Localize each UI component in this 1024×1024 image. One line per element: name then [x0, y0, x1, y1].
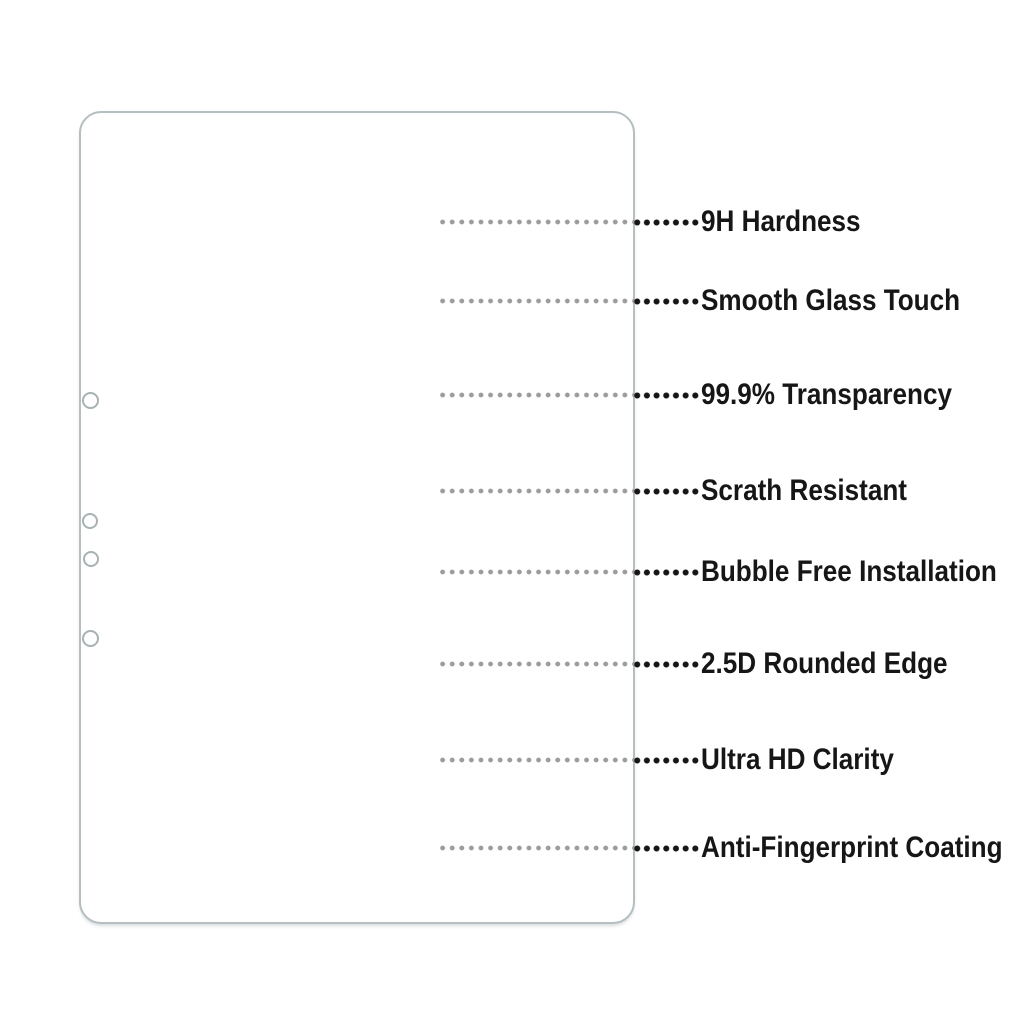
- feature-callout: Smooth Glass Touch: [440, 286, 999, 316]
- feature-callout: Ultra HD Clarity: [440, 745, 923, 775]
- dotted-leader-gray-icon: [440, 569, 634, 575]
- dotted-leader-black-icon: [634, 391, 699, 399]
- dotted-leader-black-icon: [634, 844, 699, 852]
- dotted-leader-black-icon: [634, 297, 699, 305]
- dotted-leader-black-icon: [634, 660, 699, 668]
- dotted-leader-gray-icon: [440, 488, 634, 494]
- dotted-leader-black-icon: [634, 568, 699, 576]
- dotted-leader-black-icon: [634, 756, 699, 764]
- feature-callout: Scrath Resistant: [440, 476, 938, 506]
- dotted-leader-black-icon: [634, 218, 699, 226]
- feature-callout: 2.5D Rounded Edge: [440, 649, 984, 679]
- feature-label: Bubble Free Installation: [701, 555, 997, 588]
- feature-label: 9H Hardness: [701, 205, 861, 238]
- feature-label: Smooth Glass Touch: [701, 284, 961, 317]
- screen-protector-outline: [79, 111, 635, 924]
- feature-label: 99.9% Transparency: [701, 378, 953, 411]
- dotted-leader-gray-icon: [440, 392, 634, 398]
- dotted-leader-gray-icon: [440, 219, 634, 225]
- cutout-hole-icon: [82, 630, 99, 647]
- feature-callout: Bubble Free Installation: [440, 557, 1024, 587]
- dotted-leader-gray-icon: [440, 661, 634, 667]
- dotted-leader-gray-icon: [440, 845, 634, 851]
- feature-label: Ultra HD Clarity: [701, 743, 894, 776]
- cutout-hole-icon: [82, 513, 98, 529]
- feature-callout: 99.9% Transparency: [440, 380, 990, 410]
- feature-callout: 9H Hardness: [440, 207, 884, 237]
- dotted-leader-gray-icon: [440, 298, 634, 304]
- feature-label: 2.5D Rounded Edge: [701, 647, 948, 680]
- cutout-hole-icon: [83, 551, 99, 567]
- dotted-leader-black-icon: [634, 487, 699, 495]
- cutout-hole-icon: [82, 392, 99, 409]
- feature-callout: Anti-Fingerprint Coating: [440, 833, 1024, 863]
- dotted-leader-gray-icon: [440, 757, 634, 763]
- feature-label: Scrath Resistant: [701, 474, 907, 507]
- feature-label: Anti-Fingerprint Coating: [701, 831, 1003, 864]
